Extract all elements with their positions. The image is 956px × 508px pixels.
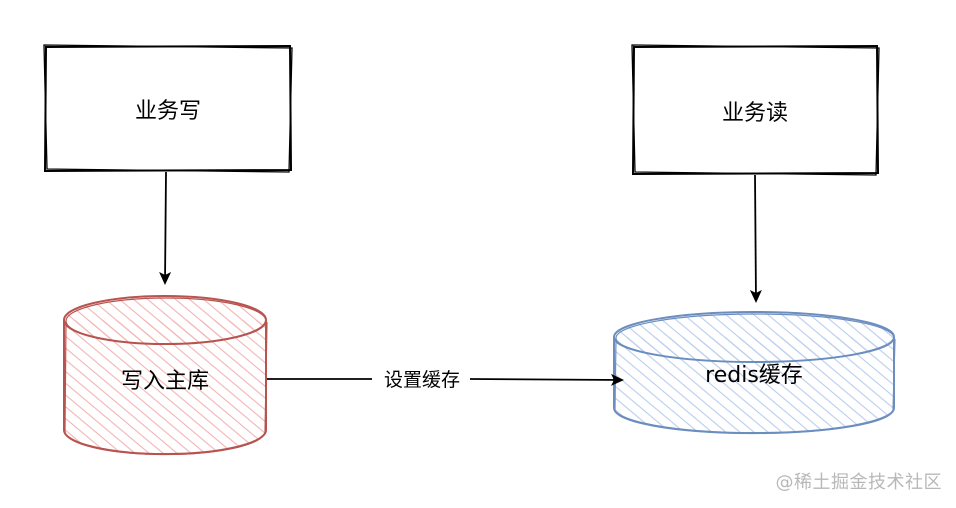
arrow-read-to-redis bbox=[749, 174, 762, 303]
redis-cache-label: redis缓存 bbox=[705, 363, 803, 388]
read-box-label: 业务读 bbox=[722, 101, 788, 126]
arrow-set-cache: 设置缓存 bbox=[267, 369, 624, 391]
read-box: 业务读 bbox=[631, 44, 880, 176]
main-db-label: 写入主库 bbox=[121, 369, 209, 394]
arrow-write-to-db bbox=[159, 171, 172, 285]
write-box: 业务写 bbox=[43, 44, 293, 173]
main-db-cylinder: 写入主库 bbox=[63, 295, 268, 456]
redis-cache-cylinder: redis缓存 bbox=[613, 311, 896, 435]
write-box-label: 业务写 bbox=[135, 99, 201, 124]
set-cache-label: 设置缓存 bbox=[384, 369, 460, 391]
watermark: @稀土掘金技术社区 bbox=[775, 472, 942, 493]
